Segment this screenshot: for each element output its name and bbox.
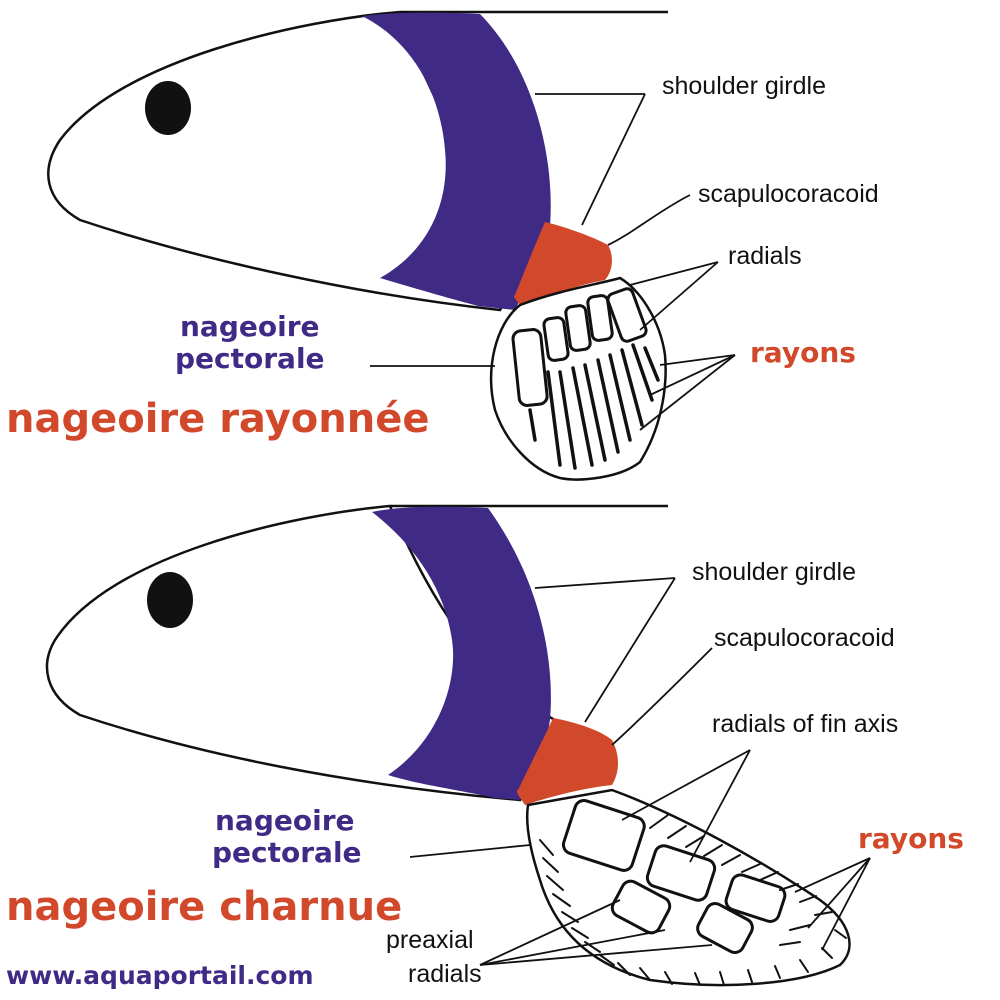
top-leader-lines	[370, 93, 736, 431]
bottom-radials-fin-axis-label: radials of fin axis	[712, 710, 898, 738]
top-fish-eye	[145, 81, 191, 135]
top-scapulocoracoid-label: scapulocoracoid	[698, 180, 879, 208]
bottom-preaxial-radial-bone	[610, 879, 672, 935]
bottom-fin-rays	[539, 814, 847, 986]
top-radials-label: radials	[728, 242, 802, 270]
top-shoulder-girdle-label: shoulder girdle	[662, 72, 826, 100]
bottom-preaxial-label-line2: radials	[408, 960, 482, 988]
bottom-fin-type-title: nageoire charnue	[6, 884, 402, 930]
bottom-axis-radial-bone	[645, 844, 717, 902]
bottom-scapulocoracoid-label: scapulocoracoid	[714, 624, 895, 652]
bottom-shoulder-girdle-label: shoulder girdle	[692, 558, 856, 586]
top-fin-rays	[528, 343, 660, 470]
top-shoulder-girdle	[362, 12, 551, 311]
bottom-pectorale-label-line2: pectorale	[212, 836, 362, 869]
bottom-leader-lines	[409, 577, 871, 966]
bottom-scapulocoracoid	[516, 718, 618, 805]
top-fish-diagram	[47, 10, 668, 481]
bottom-preaxial-label-line1: preaxial	[386, 926, 474, 954]
top-rayons-label: rayons	[750, 336, 856, 369]
top-radial-bone	[606, 287, 648, 343]
top-radial-bone	[586, 294, 614, 342]
top-pectorale-label-line2: pectorale	[175, 342, 325, 375]
bottom-axis-radial-bone	[724, 873, 787, 923]
bottom-preaxial-radial-bone	[696, 902, 754, 954]
top-scapulocoracoid	[513, 222, 612, 310]
top-radial-bone	[564, 304, 592, 352]
bottom-fish-diagram	[45, 504, 851, 987]
bottom-rayons-label: rayons	[858, 822, 964, 855]
top-radial-bone	[511, 328, 549, 407]
top-fin-type-title: nageoire rayonnée	[6, 396, 429, 442]
website-footer: www.aquaportail.com	[6, 961, 314, 990]
bottom-fish-eye	[147, 572, 193, 628]
top-radial-bone	[542, 316, 570, 362]
bottom-pectorale-label-line1: nageoire	[215, 804, 355, 837]
bottom-shoulder-girdle	[372, 506, 551, 800]
top-pectorale-label-line1: nageoire	[180, 310, 320, 343]
